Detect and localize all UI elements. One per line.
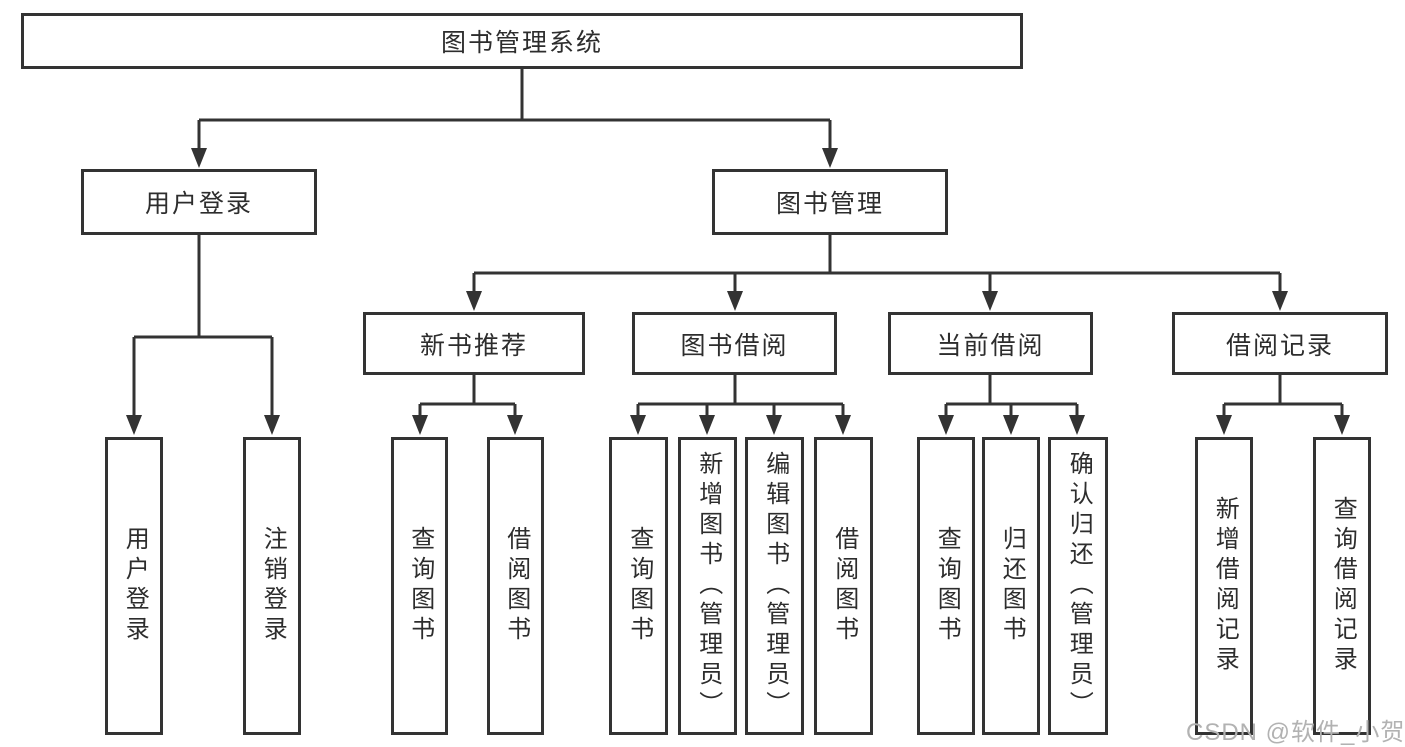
arrowhead-leaf-user-login [126,415,142,435]
node-root-label: 图书管理系统 [440,29,603,57]
leaf-user-login-label: 用户登录 [121,526,149,646]
arrowhead-user-login [191,148,207,168]
arrowhead-recommend-query [412,415,428,435]
leaf-borrow-add-book-admin-label: 新增图书（管理员） [694,451,722,721]
leaf-record-add-record-label: 新增借阅记录 [1211,496,1239,676]
connector-current-borrowing-children [944,375,1079,419]
node-borrowing-records-label: 借阅记录 [1225,331,1334,360]
node-book-borrowing: 图书借阅 [632,312,837,375]
watermark: CSDN @软件_小贺同学 [1186,719,1405,746]
node-new-book-recommendation: 新书推荐 [363,312,585,375]
leaf-borrow-edit-book-admin-label: 编辑图书（管理员） [761,451,789,721]
connector-book-management-children [472,235,1282,295]
leaf-current-return-book-label: 归还图书 [998,526,1026,646]
node-borrowing-records: 借阅记录 [1172,312,1388,375]
arrowhead-borrow-query [630,415,646,435]
leaf-record-query-record: 查询借阅记录 [1313,437,1371,735]
leaf-record-query-record-label: 查询借阅记录 [1329,496,1357,676]
leaf-recommend-borrow-book: 借阅图书 [487,437,544,735]
leaf-current-return-book: 归还图书 [982,437,1040,735]
arrowhead-current-borrowing [982,291,998,311]
arrowhead-leaf-logout [264,415,280,435]
leaf-logout-label: 注销登录 [259,526,287,646]
leaf-borrow-add-book-admin: 新增图书（管理员） [678,437,737,735]
arrowhead-borrow-borrow [835,415,851,435]
leaf-current-query-book: 查询图书 [917,437,975,735]
leaf-recommend-borrow-book-label: 借阅图书 [502,526,530,646]
leaf-borrow-query-book: 查询图书 [609,437,668,735]
node-root: 图书管理系统 [21,13,1023,69]
node-book-borrowing-label: 图书借阅 [680,331,789,360]
connector-root-to-level2 [197,69,832,152]
node-new-book-recommendation-label: 新书推荐 [419,331,528,360]
arrowhead-record-add [1216,415,1232,435]
connector-user-login-children [132,235,274,419]
leaf-current-query-book-label: 查询图书 [933,526,961,646]
connector-new-book-children [418,375,517,419]
connector-borrowing-records-children [1222,375,1344,419]
leaf-recommend-query-book-label: 查询图书 [406,526,434,646]
connector-book-borrowing-children [636,375,845,419]
arrowhead-current-query [938,415,954,435]
arrowhead-borrow-add [699,415,715,435]
leaf-current-confirm-return-admin-label: 确认归还（管理员） [1065,451,1093,721]
arrowhead-recommend-borrow [507,415,523,435]
leaf-logout: 注销登录 [243,437,301,735]
leaf-user-login: 用户登录 [105,437,163,735]
arrowhead-current-confirm [1069,415,1085,435]
leaf-borrow-borrow-book: 借阅图书 [814,437,873,735]
node-current-borrowing-label: 当前借阅 [936,331,1045,360]
node-book-management: 图书管理 [712,169,948,235]
node-user-login: 用户登录 [81,169,317,235]
leaf-current-confirm-return-admin: 确认归还（管理员） [1048,437,1108,735]
arrowhead-record-query [1334,415,1350,435]
leaf-recommend-query-book: 查询图书 [391,437,448,735]
arrowhead-borrow-edit [766,415,782,435]
leaf-borrow-query-book-label: 查询图书 [625,526,653,646]
leaf-borrow-edit-book-admin: 编辑图书（管理员） [745,437,804,735]
leaf-borrow-borrow-book-label: 借阅图书 [830,526,858,646]
arrowhead-current-return [1003,415,1019,435]
node-book-management-label: 图书管理 [775,190,884,218]
arrowhead-book-management [822,148,838,168]
arrowhead-new-book [466,291,482,311]
arrowhead-borrowing-records [1272,291,1288,311]
node-current-borrowing: 当前借阅 [888,312,1093,375]
leaf-record-add-record: 新增借阅记录 [1195,437,1253,735]
node-user-login-label: 用户登录 [144,190,253,218]
arrowhead-book-borrowing [727,291,743,311]
